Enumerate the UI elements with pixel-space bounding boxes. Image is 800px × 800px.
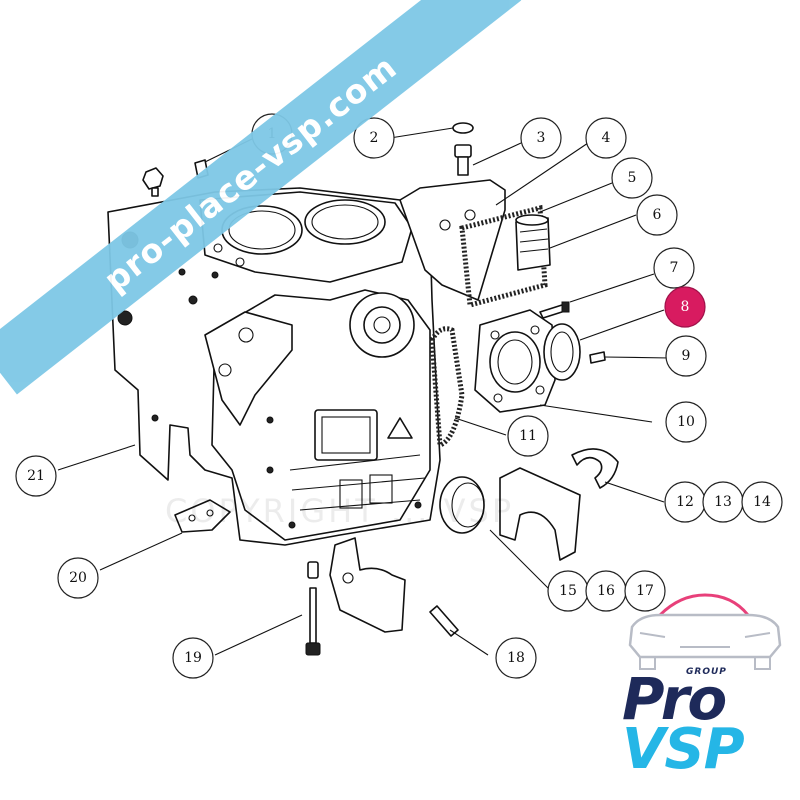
leader-lines [57, 127, 671, 656]
callout-label: 9 [682, 348, 691, 364]
callout-8[interactable]: 8 [664, 286, 706, 328]
callout-9[interactable]: 9 [665, 335, 707, 377]
bearing-flange [429, 309, 606, 449]
cap-plate [329, 537, 459, 637]
thrust-washer [571, 448, 619, 489]
logo-pro-text: Pro [622, 665, 727, 733]
callout-label: 4 [602, 130, 611, 146]
callout-5[interactable]: 5 [611, 157, 653, 199]
car-outline-icon [628, 593, 782, 670]
callout-label: 6 [653, 207, 662, 223]
callout-label: 18 [507, 650, 525, 666]
bearing-cap [439, 467, 581, 561]
callout-4[interactable]: 4 [585, 117, 627, 159]
bolt-7 [539, 301, 570, 319]
callout-label: 11 [519, 428, 537, 444]
side-cover [399, 179, 548, 309]
callout-label: 17 [636, 583, 654, 599]
engine-block [107, 187, 441, 546]
callout-13[interactable]: 13 [702, 481, 744, 523]
callout-label: 15 [559, 583, 577, 599]
callout-10[interactable]: 10 [665, 401, 707, 443]
logo-vsp-text: VSP [622, 717, 745, 782]
callout-14[interactable]: 14 [741, 481, 783, 523]
callout-label: 20 [69, 570, 87, 586]
callout-11[interactable]: 11 [507, 415, 549, 457]
clip-and-fitting [452, 122, 474, 176]
callout-3[interactable]: 3 [520, 117, 562, 159]
callout-2[interactable]: 2 [353, 117, 395, 159]
callout-label: 19 [184, 650, 202, 666]
callout-6[interactable]: 6 [636, 194, 678, 236]
callout-21[interactable]: 21 [15, 455, 57, 497]
callout-label: 21 [27, 468, 45, 484]
callout-label: 8 [681, 299, 690, 315]
callout-15[interactable]: 15 [547, 570, 589, 612]
callout-label: 2 [370, 130, 379, 146]
callout-19[interactable]: 19 [172, 637, 214, 679]
callout-label: 7 [670, 260, 679, 276]
filter-cartridge [515, 214, 551, 271]
callout-label: 5 [628, 170, 637, 186]
callout-7[interactable]: 7 [653, 247, 695, 289]
callout-20[interactable]: 20 [57, 557, 99, 599]
callout-18[interactable]: 18 [495, 637, 537, 679]
callout-label: 10 [677, 414, 695, 430]
long-bolt [305, 561, 321, 656]
callout-label: 14 [753, 494, 771, 510]
logo-group-text: GROUP [686, 667, 727, 677]
mount-bracket [174, 499, 231, 533]
provsp-logo: GROUP Pro VSP [620, 585, 790, 785]
callout-label: 12 [676, 494, 694, 510]
callout-label: 16 [597, 583, 615, 599]
callout-label: 3 [537, 130, 546, 146]
callout-12[interactable]: 12 [664, 481, 706, 523]
copyright-watermark: COPYRIGHT ... VSP [165, 492, 515, 530]
callout-17[interactable]: 17 [624, 570, 666, 612]
callout-label: 13 [714, 494, 732, 510]
